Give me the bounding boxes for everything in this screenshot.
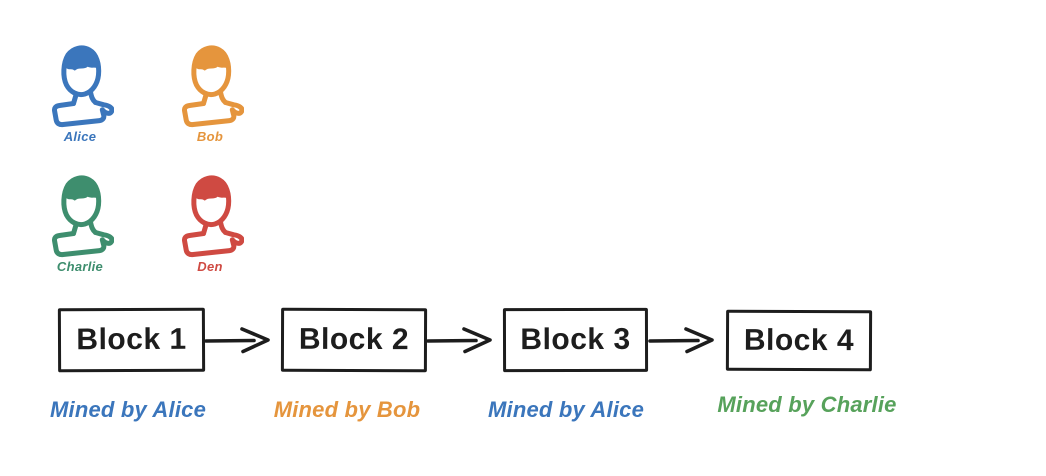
person-figure-bob: Bob xyxy=(176,40,244,144)
person-label-den: Den xyxy=(197,259,223,274)
arrow-right-icon xyxy=(204,324,282,356)
person-figure-alice: Alice xyxy=(46,40,114,144)
block-1: Block 1 xyxy=(57,307,206,373)
block-1-label: Block 1 xyxy=(76,322,187,357)
miner-label-block-3: Mined by Alice xyxy=(487,397,645,422)
person-figure-den: Den xyxy=(176,170,244,274)
miner-label-block-1: Mined by Alice xyxy=(49,397,207,422)
miner-label-block-4: Mined by Charlie xyxy=(717,392,897,417)
arrow-right-icon xyxy=(426,324,504,356)
block-2: Block 2 xyxy=(280,307,428,373)
person-label-charlie: Charlie xyxy=(56,259,104,274)
block-4: Block 4 xyxy=(725,309,873,372)
person-label-bob: Bob xyxy=(196,129,224,144)
block-3: Block 3 xyxy=(502,307,649,373)
block-3-label: Block 3 xyxy=(520,322,631,357)
person-label-alice: Alice xyxy=(63,129,97,144)
person-figure-charlie: Charlie xyxy=(46,170,114,274)
block-4-label: Block 4 xyxy=(743,323,855,357)
block-2-label: Block 2 xyxy=(298,322,410,357)
arrow-right-icon xyxy=(648,324,726,356)
miner-label-block-2: Mined by Bob xyxy=(273,397,421,422)
